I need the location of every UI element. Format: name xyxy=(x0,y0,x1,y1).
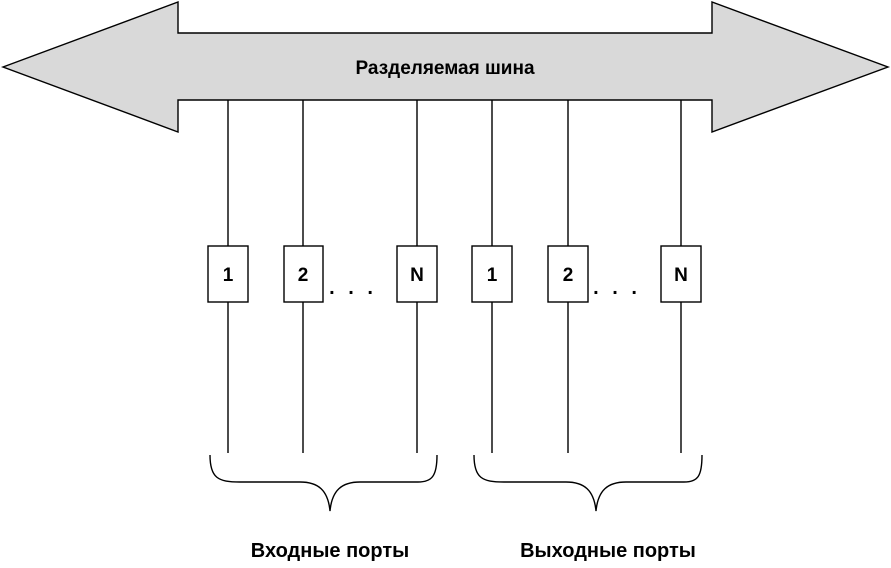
output-port-2: 2 xyxy=(547,100,589,453)
bus-label: Разделяемая шина xyxy=(355,58,534,79)
input-port-n-label: N xyxy=(410,265,424,286)
input-port-n: N xyxy=(396,100,438,453)
output-port-n-label: N xyxy=(674,265,688,286)
input-ports-brace xyxy=(209,454,438,512)
input-port-1: 1 xyxy=(207,100,249,453)
output-port-1-label: 1 xyxy=(487,265,498,286)
input-port-1-label: 1 xyxy=(223,265,234,286)
output-ports-ellipsis: . . . xyxy=(593,277,641,299)
input-ports-ellipsis: . . . xyxy=(329,277,377,299)
input-port-2-label: 2 xyxy=(298,265,309,286)
output-ports-label: Выходные порты xyxy=(520,540,696,562)
output-ports-brace xyxy=(473,454,703,512)
output-port-2-label: 2 xyxy=(563,265,574,286)
input-ports-label: Входные порты xyxy=(251,540,409,562)
output-port-1: 1 xyxy=(471,100,513,453)
shared-bus-arrow xyxy=(0,0,891,134)
output-port-n: N xyxy=(660,100,702,453)
input-port-2: 2 xyxy=(283,100,324,453)
